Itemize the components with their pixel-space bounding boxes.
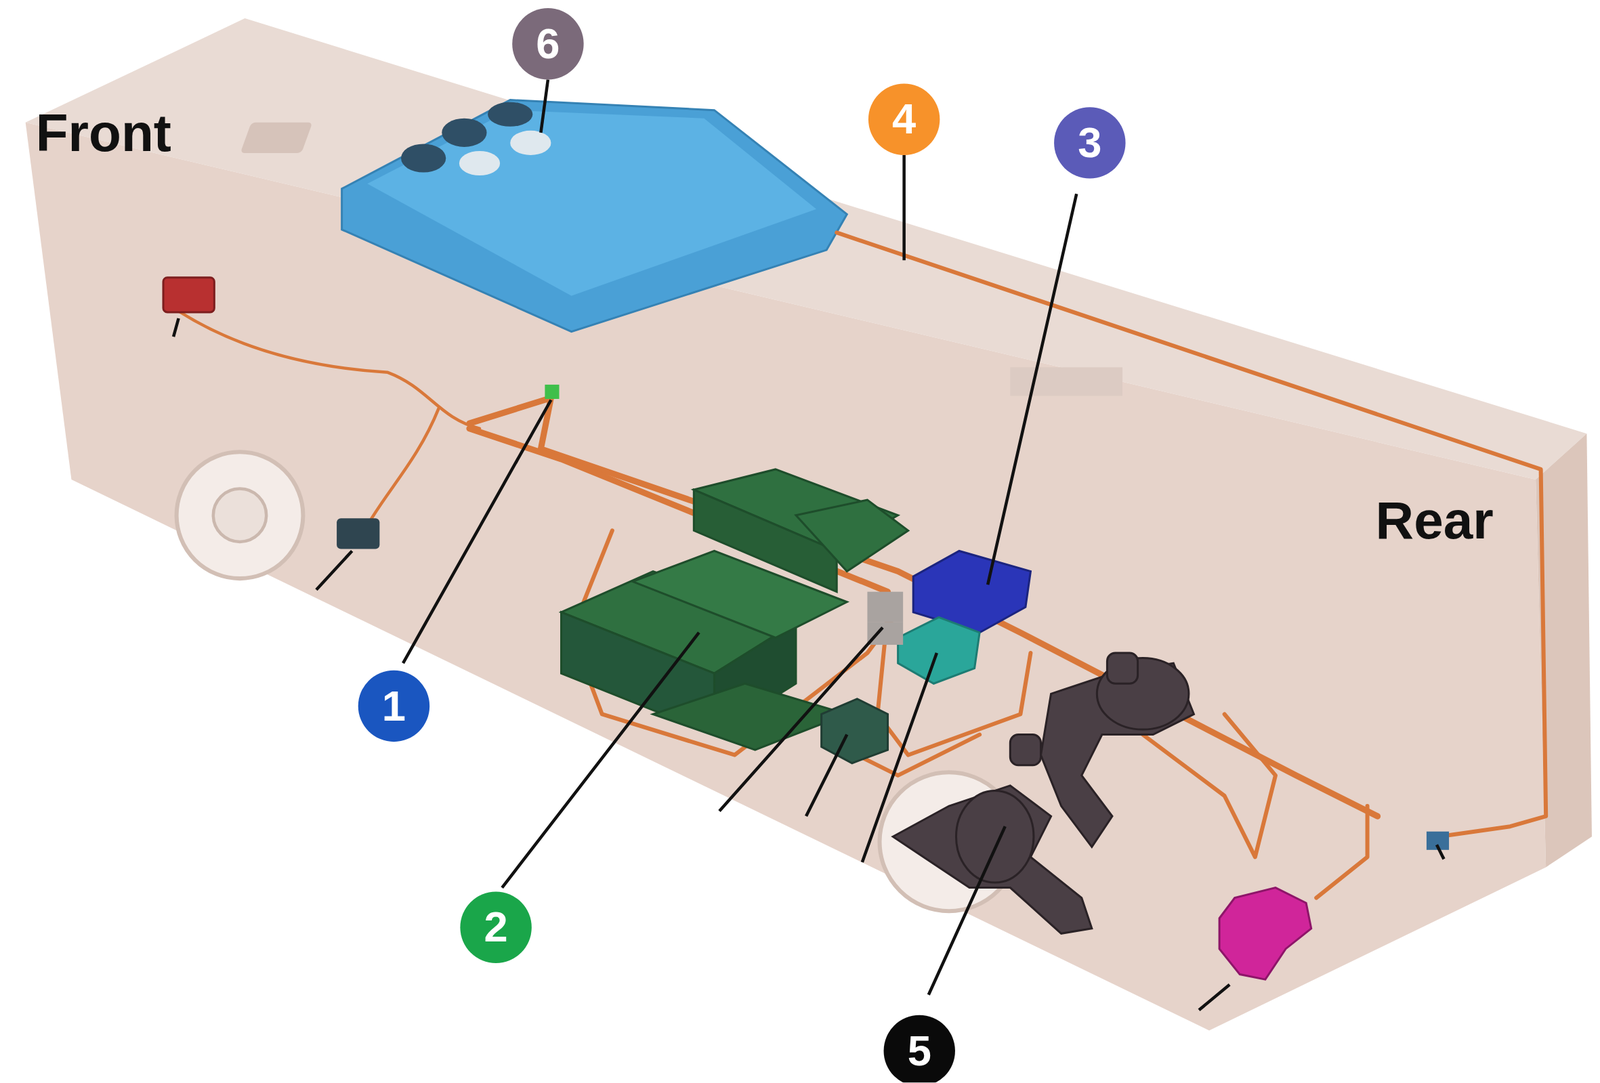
leader-line (540, 79, 549, 133)
hv-cabling (178, 232, 1547, 898)
leader-line (862, 653, 937, 863)
callout-circle (512, 8, 584, 80)
ac-vent (510, 130, 551, 156)
cable (178, 310, 480, 429)
callout-number: 3 (1054, 107, 1126, 179)
air-spring (1009, 734, 1041, 766)
leader-line (316, 550, 353, 590)
callout-number: 4 (868, 83, 940, 156)
side-label: Front (35, 106, 172, 160)
roof-hatch (1009, 367, 1123, 396)
leader-line (501, 632, 700, 889)
leader-line (1198, 984, 1230, 1011)
cable (367, 408, 439, 526)
battery-pack (653, 683, 847, 750)
callout-circle (459, 892, 532, 964)
callout-circle (868, 83, 940, 156)
ac-fan (441, 118, 487, 147)
roof-ac-unit (342, 100, 848, 332)
leader-lines (173, 79, 1444, 1010)
callout-circle (358, 670, 430, 742)
leader-line (403, 400, 551, 664)
callout-circle (1054, 107, 1126, 179)
roof-cable (836, 232, 1546, 837)
cable (1316, 806, 1367, 899)
leader-line (1436, 844, 1445, 859)
roof-ac-top (367, 110, 817, 297)
leader-line (806, 734, 847, 817)
leader-line (928, 826, 1006, 996)
battery-pack (632, 550, 847, 638)
cable (1142, 713, 1276, 857)
leader-line (173, 318, 179, 337)
callout-number: 1 (358, 670, 430, 742)
front-wheel (176, 451, 304, 579)
callout-number: 6 (512, 8, 584, 80)
front-axle (892, 785, 1092, 934)
leader-line (719, 627, 883, 811)
junction-box (867, 622, 903, 645)
callout-number: 5 (883, 1015, 956, 1083)
leader-line (987, 193, 1077, 585)
air-spring (1106, 653, 1138, 684)
ac-vent (459, 151, 500, 176)
leader-line (902, 155, 906, 261)
control-module (336, 518, 380, 549)
compressor (1219, 888, 1312, 981)
callout-number: 2 (459, 892, 532, 964)
drive-axles (892, 653, 1194, 934)
charger-unit (821, 699, 889, 764)
roof-hatch (240, 122, 313, 154)
junction-box (867, 592, 903, 623)
ac-fan (401, 143, 446, 173)
dc-converter (898, 617, 981, 684)
battery-pack (795, 499, 909, 572)
axle-motor (955, 790, 1034, 883)
ac-fan (487, 102, 533, 127)
front-hub (213, 489, 267, 542)
side-label: Rear (1375, 493, 1494, 547)
low-voltage-battery (163, 277, 215, 313)
callout-circle (883, 1015, 956, 1083)
charge-port (544, 384, 559, 399)
